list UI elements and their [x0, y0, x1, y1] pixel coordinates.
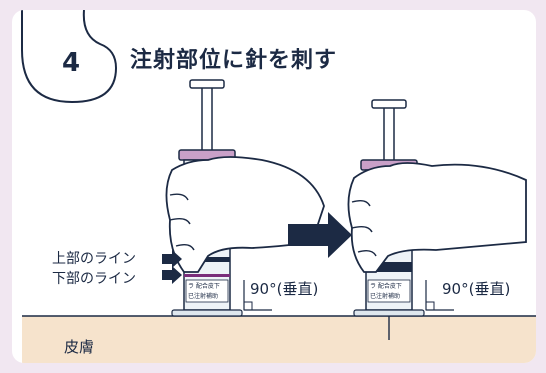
step-badge: [21, 10, 118, 104]
syringe-left: ラ 配合皮下 已注射補助: [165, 79, 325, 317]
lower-line-label: 下部のライン: [52, 271, 136, 287]
svg-text:已注射補助: 已注射補助: [188, 292, 218, 300]
upper-line-arrow: [162, 250, 182, 268]
svg-text:已注射補助: 已注射補助: [370, 292, 400, 300]
svg-text:ラ 配合皮下: ラ 配合皮下: [370, 282, 402, 290]
skin-surface: [22, 316, 536, 363]
upper-line-label: 上部のライン: [52, 251, 136, 267]
angle-label-left: 90°(垂直): [250, 280, 319, 298]
angle-label-right: 90°(垂直): [442, 280, 511, 298]
step-card: 4 注射部位に針を刺す ラ 配合皮下 已注射補助: [12, 10, 536, 363]
transition-arrow: [288, 212, 352, 258]
svg-text:ラ 配合皮下: ラ 配合皮下: [188, 282, 220, 290]
skin-label: 皮膚: [64, 338, 95, 356]
step-number: 4: [61, 48, 81, 78]
lower-line-arrow: [162, 266, 182, 284]
syringe-right: ラ 配合皮下 已注射補助: [347, 99, 527, 340]
step-title: 注射部位に針を刺す: [130, 48, 338, 73]
injection-illustration: ラ 配合皮下 已注射補助: [22, 79, 536, 363]
